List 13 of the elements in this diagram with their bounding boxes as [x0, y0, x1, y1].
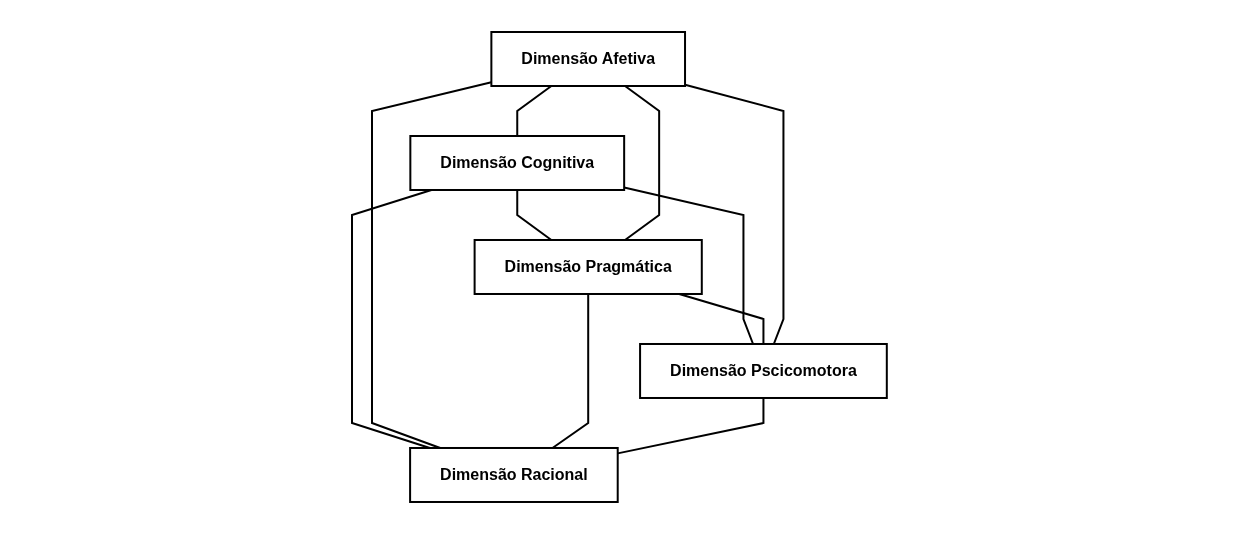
connector	[678, 293, 765, 345]
connector	[623, 186, 755, 345]
connector	[516, 85, 553, 137]
node-box: Dimensão Racional	[409, 447, 619, 503]
node-box: Dimensão Cognitiva	[409, 135, 626, 191]
connector	[516, 189, 553, 241]
connector	[351, 189, 433, 449]
node-box: Dimensão Pscicomotora	[639, 343, 888, 399]
node-box: Dimensão Afetiva	[490, 31, 687, 87]
connector	[684, 83, 785, 345]
node-box: Dimensão Pragmática	[473, 239, 703, 295]
connector	[551, 293, 590, 449]
connector	[624, 85, 661, 241]
